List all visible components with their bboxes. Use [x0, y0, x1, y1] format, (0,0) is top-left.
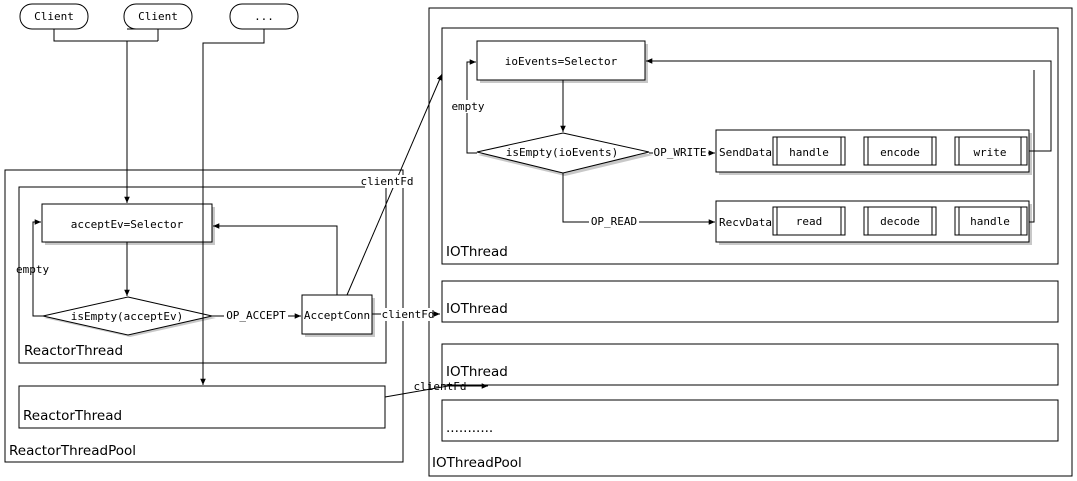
client-more-to-reactor2-connector — [200, 29, 265, 385]
clientfd-to-io3-connector — [384, 383, 488, 398]
reactor-pool-label: ReactorThreadPool — [9, 443, 136, 459]
send-data-box: SendData handle encode write — [715, 129, 1032, 175]
send-step-label: encode — [880, 146, 920, 159]
accept-conn-box: AcceptConn — [301, 294, 375, 337]
op-accept-label: OP_ACCEPT — [226, 309, 286, 322]
accept-selector-box: acceptEv=Selector — [41, 203, 215, 245]
op-read-connector — [562, 173, 715, 225]
io-thread-label: ........... — [446, 420, 493, 436]
io-selector-label: ioEvents=Selector — [505, 55, 618, 68]
client-node-more: ... — [229, 3, 299, 30]
client-node-2: Client — [123, 3, 193, 30]
recv-step-read: read — [772, 206, 846, 236]
io-empty-label: empty — [451, 100, 484, 113]
io-selector-box: ioEvents=Selector — [476, 40, 648, 83]
recv-step-label: read — [796, 215, 823, 228]
client-label: Client — [138, 10, 178, 23]
accept-conn-back-connector — [213, 223, 338, 295]
recv-step-label: decode — [880, 215, 920, 228]
send-step-label: handle — [789, 146, 829, 159]
io-thread-label: IOThread — [446, 244, 508, 260]
io-decision-label: isEmpty(ioEvents) — [506, 146, 619, 159]
send-step-handle: handle — [772, 136, 846, 166]
io-thread-2: IOThread — [441, 280, 1059, 323]
recv-back-connector — [1029, 70, 1035, 223]
io-thread-label: IOThread — [446, 301, 508, 317]
accept-decision-diamond: isEmpty(acceptEv) — [42, 296, 216, 337]
reactor-thread-2: ReactorThread — [18, 385, 386, 429]
reactor-thread-label: ReactorThread — [24, 343, 123, 359]
op-write-label: OP_WRITE — [654, 146, 707, 159]
client-node-1: Client — [19, 3, 89, 30]
send-step-label: write — [973, 146, 1006, 159]
io-thread-label: IOThread — [446, 364, 508, 380]
send-step-encode: encode — [863, 136, 937, 166]
client-to-selector-connector — [127, 28, 158, 203]
io-pool-label: IOThreadPool — [432, 455, 522, 471]
accept-selector-label: acceptEv=Selector — [71, 218, 184, 231]
clientfd-label-2: clientFd — [382, 308, 435, 321]
send-data-label: SendData — [719, 146, 772, 159]
recv-data-box: RecvData read decode handle — [715, 200, 1032, 245]
recv-step-decode: decode — [863, 206, 937, 236]
recv-step-handle: handle — [954, 206, 1028, 236]
clientfd-label-1: clientFd — [361, 175, 414, 188]
send-back-connector — [646, 58, 1052, 152]
recv-step-label: handle — [970, 215, 1010, 228]
send-step-write: write — [954, 136, 1028, 166]
accept-decision-label: isEmpty(acceptEv) — [71, 310, 184, 323]
accept-empty-loop-connector — [32, 219, 43, 317]
io-thread-more: ........... — [441, 399, 1059, 442]
client-merge-connector — [53, 29, 158, 42]
reactor-thread-label: ReactorThread — [23, 408, 122, 424]
client-label: Client — [34, 10, 74, 23]
client-label: ... — [254, 10, 274, 23]
accept-conn-label: AcceptConn — [304, 309, 370, 322]
op-read-label: OP_READ — [591, 215, 637, 228]
clientfd-label-3: clientFd — [414, 380, 467, 393]
io-decision-diamond: isEmpty(ioEvents) — [476, 132, 653, 176]
recv-data-label: RecvData — [719, 216, 772, 229]
accept-empty-label: empty — [16, 263, 49, 276]
io-thread-3: IOThread — [441, 343, 1059, 386]
